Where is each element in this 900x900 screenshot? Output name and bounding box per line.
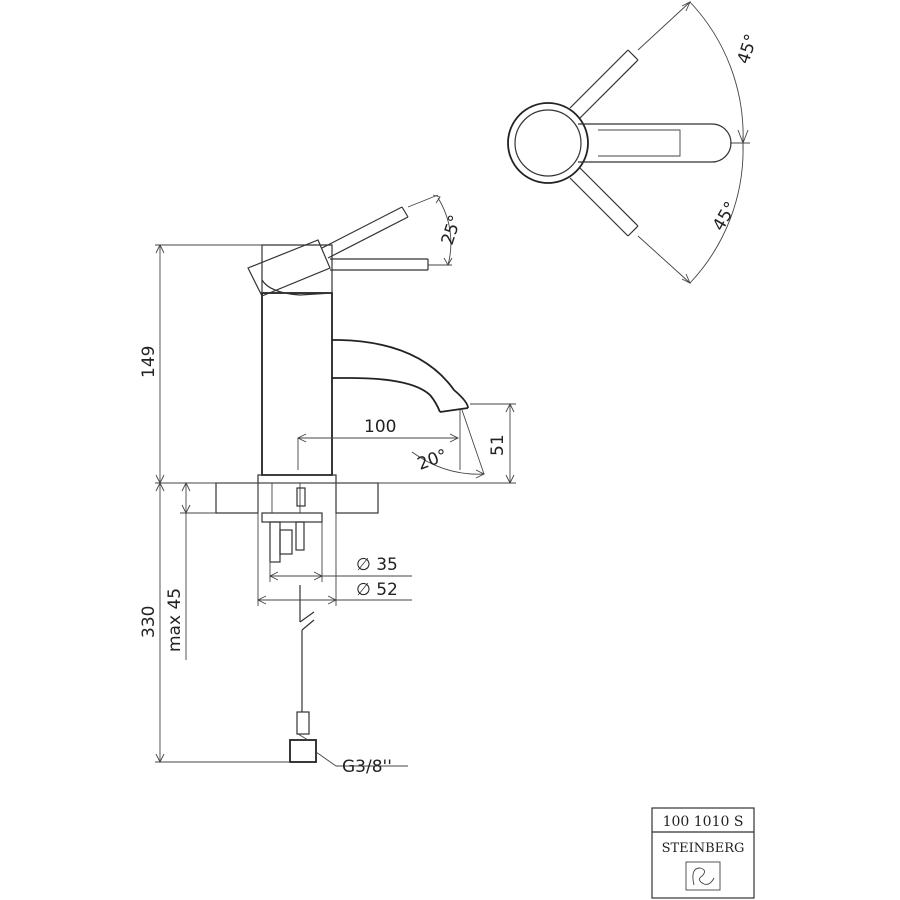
- thread-label: G3/8'': [342, 757, 392, 777]
- outer-diameter-label: ∅ 52: [356, 580, 398, 600]
- title-block: 100 1010 S STEINBERG: [651, 807, 755, 899]
- rotation-down-label: 45°: [709, 198, 741, 234]
- top-view-lever-upper: [569, 49, 639, 119]
- product-code: 100 1010 S: [663, 814, 744, 830]
- top-view-rotation-arc: [689, 1, 744, 284]
- lever-handle: [330, 258, 429, 271]
- top-view-spout-inner: [598, 129, 681, 157]
- brand-name: STEINBERG: [662, 841, 745, 856]
- spout-height-label: 51: [488, 434, 508, 456]
- faucet-base-ring: [257, 474, 337, 484]
- faucet-cap: [261, 244, 333, 293]
- countertop-left: [215, 482, 259, 514]
- faucet-body: [261, 292, 333, 476]
- connection-length-label: 330: [139, 606, 159, 638]
- rotation-up-label: 45°: [734, 32, 762, 67]
- hose-connector: [289, 739, 317, 763]
- lever-handle-tilted: [321, 206, 409, 259]
- inner-diameter-label: ∅ 35: [356, 555, 398, 575]
- brand-logo-icon: [685, 861, 721, 891]
- top-view-lever-lower: [569, 167, 639, 237]
- lever-tilt-arc: [437, 197, 452, 266]
- top-view: 45° 45°: [507, 1, 762, 284]
- faucet-spout: [332, 339, 469, 409]
- top-view-body-outer: [507, 102, 589, 184]
- lever-tilt-label: 25°: [438, 213, 466, 248]
- max-thickness-label: max 45: [165, 588, 185, 652]
- top-view-body-inner: [514, 109, 582, 177]
- side-view: 25° 149 100: [139, 194, 516, 777]
- height-total-label: 149: [139, 346, 159, 378]
- lever-block: [247, 239, 331, 297]
- mounting-nut: [261, 512, 323, 523]
- spout-reach-label: 100: [364, 417, 396, 437]
- spout-angle-label: 20°: [415, 446, 450, 475]
- countertop-right: [335, 482, 379, 514]
